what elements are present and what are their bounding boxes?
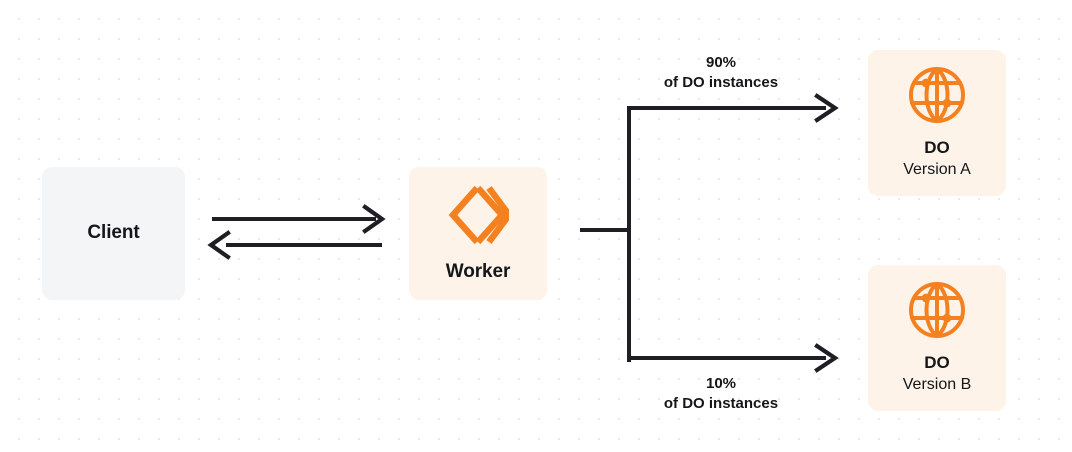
- worker-to-do-a-percent: 90%: [705, 54, 737, 71]
- durable-object-a-version: Version A: [903, 161, 971, 179]
- arrowhead-left-icon: [207, 230, 231, 260]
- worker-to-do-a-description: of DO instances: [663, 74, 779, 92]
- durable-object-b-node: DO Version B: [868, 265, 1006, 411]
- durable-object-b-version: Version B: [902, 376, 972, 394]
- worker-to-client-line: [226, 243, 382, 247]
- globe-icon: [907, 280, 967, 340]
- durable-object-a-label: DO: [924, 137, 950, 157]
- branch-spine-line: [627, 106, 631, 362]
- worker-to-do-a-line: [627, 106, 826, 110]
- client-node-label: Client: [87, 222, 140, 244]
- worker-to-do-b-percent: 10%: [705, 375, 737, 392]
- worker-branch-stub: [580, 228, 631, 232]
- worker-to-do-a-label: 90% of DO instances: [617, 53, 825, 94]
- cloudflare-workers-icon: [447, 183, 514, 247]
- durable-object-a-node: DO Version A: [868, 50, 1006, 196]
- client-node: Client: [42, 167, 185, 300]
- worker-node: Worker: [409, 167, 547, 300]
- globe-icon: [907, 65, 967, 125]
- arrowhead-right-icon: [814, 93, 840, 123]
- worker-node-label: Worker: [445, 261, 511, 283]
- client-to-worker-line: [212, 217, 376, 221]
- worker-to-do-b-description: of DO instances: [663, 395, 779, 413]
- worker-to-do-b-line: [627, 356, 826, 360]
- worker-to-do-b-label: 10% of DO instances: [617, 374, 825, 415]
- arrowhead-right-icon: [362, 204, 386, 234]
- arrowhead-right-icon: [814, 343, 840, 373]
- durable-object-b-label: DO: [924, 352, 950, 372]
